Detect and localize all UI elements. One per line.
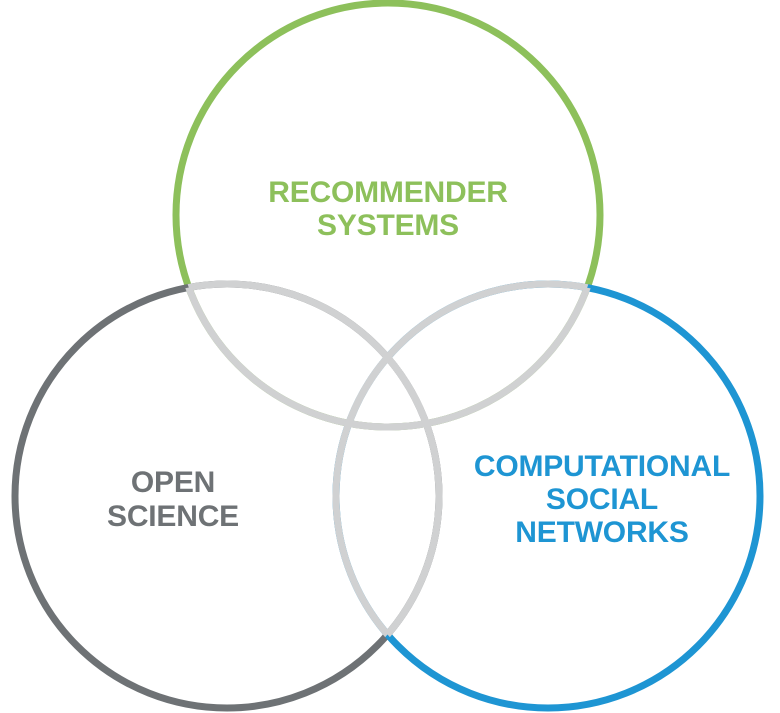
open-science-label-line-1: OPEN xyxy=(131,466,215,499)
overlap-arc-comp-recommender xyxy=(332,280,600,427)
computational-social-networks-label-line-3: NETWORKS xyxy=(515,516,688,549)
overlap-arc-comp-open xyxy=(332,284,439,708)
labels: RECOMMENDER SYSTEMS OPEN SCIENCE COMPUTA… xyxy=(107,176,730,549)
recommender-systems-label-line-1: RECOMMENDER xyxy=(268,176,508,209)
overlap-arc-open-comp xyxy=(336,284,443,708)
open-science-label-line-2: SCIENCE xyxy=(107,500,239,533)
recommender-systems-label-line-2: SYSTEMS xyxy=(317,209,459,242)
overlap-arc-recommender-comp xyxy=(336,284,604,431)
overlap-arcs xyxy=(172,280,604,708)
computational-social-networks-label-line-2: SOCIAL xyxy=(546,483,658,516)
computational-social-networks-label-line-1: COMPUTATIONAL xyxy=(474,450,730,483)
overlap-arc-open-recommender xyxy=(176,280,443,427)
